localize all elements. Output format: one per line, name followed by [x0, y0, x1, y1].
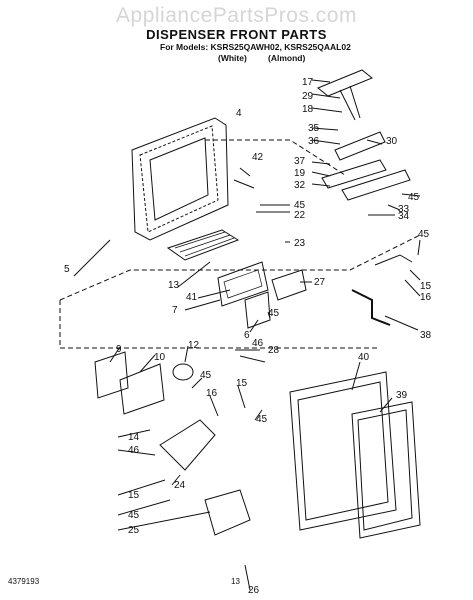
callout-37: 37	[294, 156, 306, 167]
callout-32: 32	[294, 180, 306, 191]
callout-46-a: 46	[252, 338, 264, 349]
callout-34: 34	[398, 211, 410, 222]
callout-10: 10	[154, 352, 166, 363]
callout-9: 9	[116, 344, 122, 355]
callout-45-d: 45	[268, 308, 280, 319]
callout-22: 22	[294, 210, 306, 221]
callout-26: 26	[248, 585, 260, 596]
callout-45-f: 45	[256, 414, 268, 425]
callout-7: 7	[172, 305, 178, 316]
callout-45-g: 45	[128, 510, 140, 521]
callout-29: 29	[302, 91, 314, 102]
callout-39: 39	[396, 390, 408, 401]
callout-14: 14	[128, 432, 140, 443]
callout-40: 40	[358, 352, 370, 363]
callout-36: 36	[308, 136, 320, 147]
callout-17: 17	[302, 77, 314, 88]
watermark: AppliancePartsPros.com	[116, 4, 357, 27]
callout-41: 41	[186, 292, 198, 303]
models-line: For Models: KSRS25QAWH02, KSRS25QAAL02	[160, 42, 351, 52]
callout-45-a: 45	[408, 192, 420, 203]
callout-27: 27	[314, 277, 326, 288]
callout-38: 38	[420, 330, 432, 341]
callout-15-a: 15	[420, 281, 432, 292]
color-white: (White)	[218, 53, 247, 63]
callout-45-e: 45	[200, 370, 212, 381]
callout-30: 30	[386, 136, 398, 147]
callout-16-b: 16	[206, 388, 218, 399]
callout-6: 6	[244, 330, 250, 341]
callout-5: 5	[64, 264, 70, 275]
callout-46-b: 46	[128, 445, 140, 456]
callout-33: 33	[398, 204, 410, 215]
diagram-title: DISPENSER FRONT PARTS	[146, 27, 327, 42]
callout-42: 42	[252, 152, 264, 163]
callout-16-a: 16	[420, 292, 432, 303]
callout-19: 19	[294, 168, 306, 179]
callout-25: 25	[128, 525, 140, 536]
callout-15-b: 15	[236, 378, 248, 389]
callout-45-b: 45	[294, 200, 306, 211]
callout-23: 23	[294, 238, 306, 249]
footer-code: 4379193	[8, 577, 40, 586]
footer-page-number: 13	[231, 577, 240, 586]
color-almond: (Almond)	[268, 53, 306, 63]
callout-28: 28	[268, 345, 280, 356]
callout-18: 18	[302, 104, 314, 115]
callout-35: 35	[308, 123, 320, 134]
callout-12: 12	[188, 340, 200, 351]
callout-4: 4	[236, 108, 242, 119]
callout-15-c: 15	[128, 490, 140, 501]
callout-24: 24	[174, 480, 186, 491]
callout-45-c: 45	[418, 229, 430, 240]
callout-13: 13	[168, 280, 180, 291]
housing-part	[131, 117, 229, 241]
